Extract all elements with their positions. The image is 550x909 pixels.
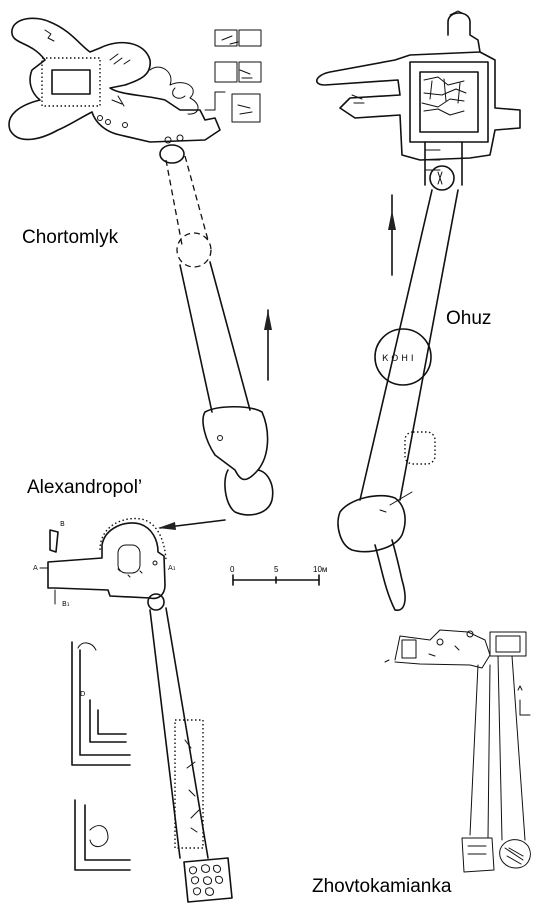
label-alexandropol: Alexandropol’ [27, 477, 143, 498]
zhovtokamianka-plan [384, 629, 531, 873]
section-label-d: D [80, 690, 85, 698]
label-chortomlyk: Chortomlyk [22, 227, 119, 248]
scale-tick-10: 10м [313, 565, 328, 574]
label-zhovtokamianka: Zhovtokamianka [312, 876, 452, 897]
alexandropol-plan: B A A₁ B₁ D [33, 517, 233, 903]
ohuz-plan: К О Н І [316, 10, 521, 611]
section-marker-a1: A₁ [168, 564, 176, 572]
label-ohuz: Ohuz [446, 308, 492, 329]
chortomlyk-plan [8, 17, 274, 516]
scale-tick-0: 0 [230, 565, 235, 574]
ohuz-ring-label: К О Н І [382, 354, 413, 364]
section-marker-b: B [60, 520, 65, 528]
scale-tick-5: 5 [274, 565, 279, 574]
section-marker-b1: B₁ [62, 600, 70, 608]
scale-bar [232, 574, 320, 586]
section-marker-a: A [33, 564, 38, 572]
